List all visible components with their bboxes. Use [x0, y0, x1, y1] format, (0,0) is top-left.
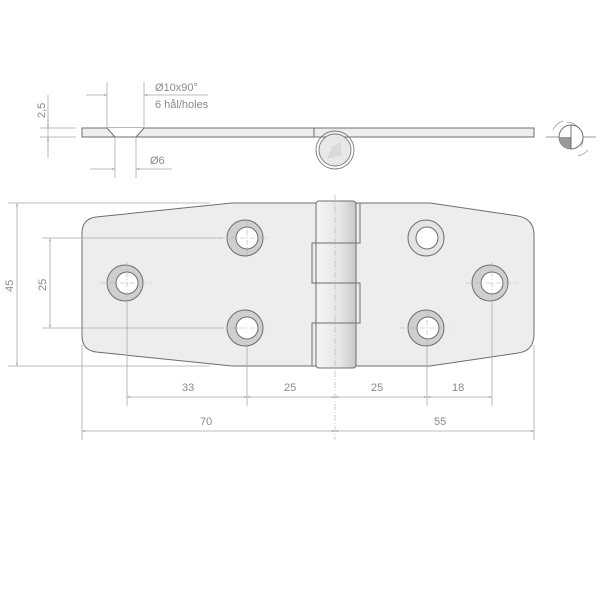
dim-55: 55 — [434, 416, 446, 428]
countersink-profile — [106, 127, 145, 138]
hole-spacing-label: 25 — [37, 279, 49, 291]
right-leaf — [355, 202, 535, 367]
thickness-label: 2,5 — [36, 103, 48, 118]
dim-33: 33 — [182, 382, 194, 394]
holes-count-label: 6 hål/holes — [155, 99, 209, 111]
hole — [407, 219, 445, 257]
countersink-label: Ø10x90° — [155, 82, 198, 94]
bore-label: Ø6 — [150, 155, 165, 167]
front-view: 45 25 33 25 25 18 70 55 — [4, 195, 535, 440]
knuckle-section — [315, 130, 355, 170]
dim-25-right: 25 — [371, 382, 383, 394]
hinge-knuckle — [311, 195, 361, 440]
side-view: 2,5 Ø10x90° 6 hål/holes Ø6 — [36, 82, 596, 178]
dim-70: 70 — [200, 416, 212, 428]
side-plate — [81, 127, 535, 138]
hole — [407, 309, 445, 347]
height-label: 45 — [4, 280, 16, 292]
dim-18: 18 — [452, 382, 464, 394]
dim-25-left: 25 — [284, 382, 296, 394]
first-angle-projection-icon — [546, 120, 596, 157]
